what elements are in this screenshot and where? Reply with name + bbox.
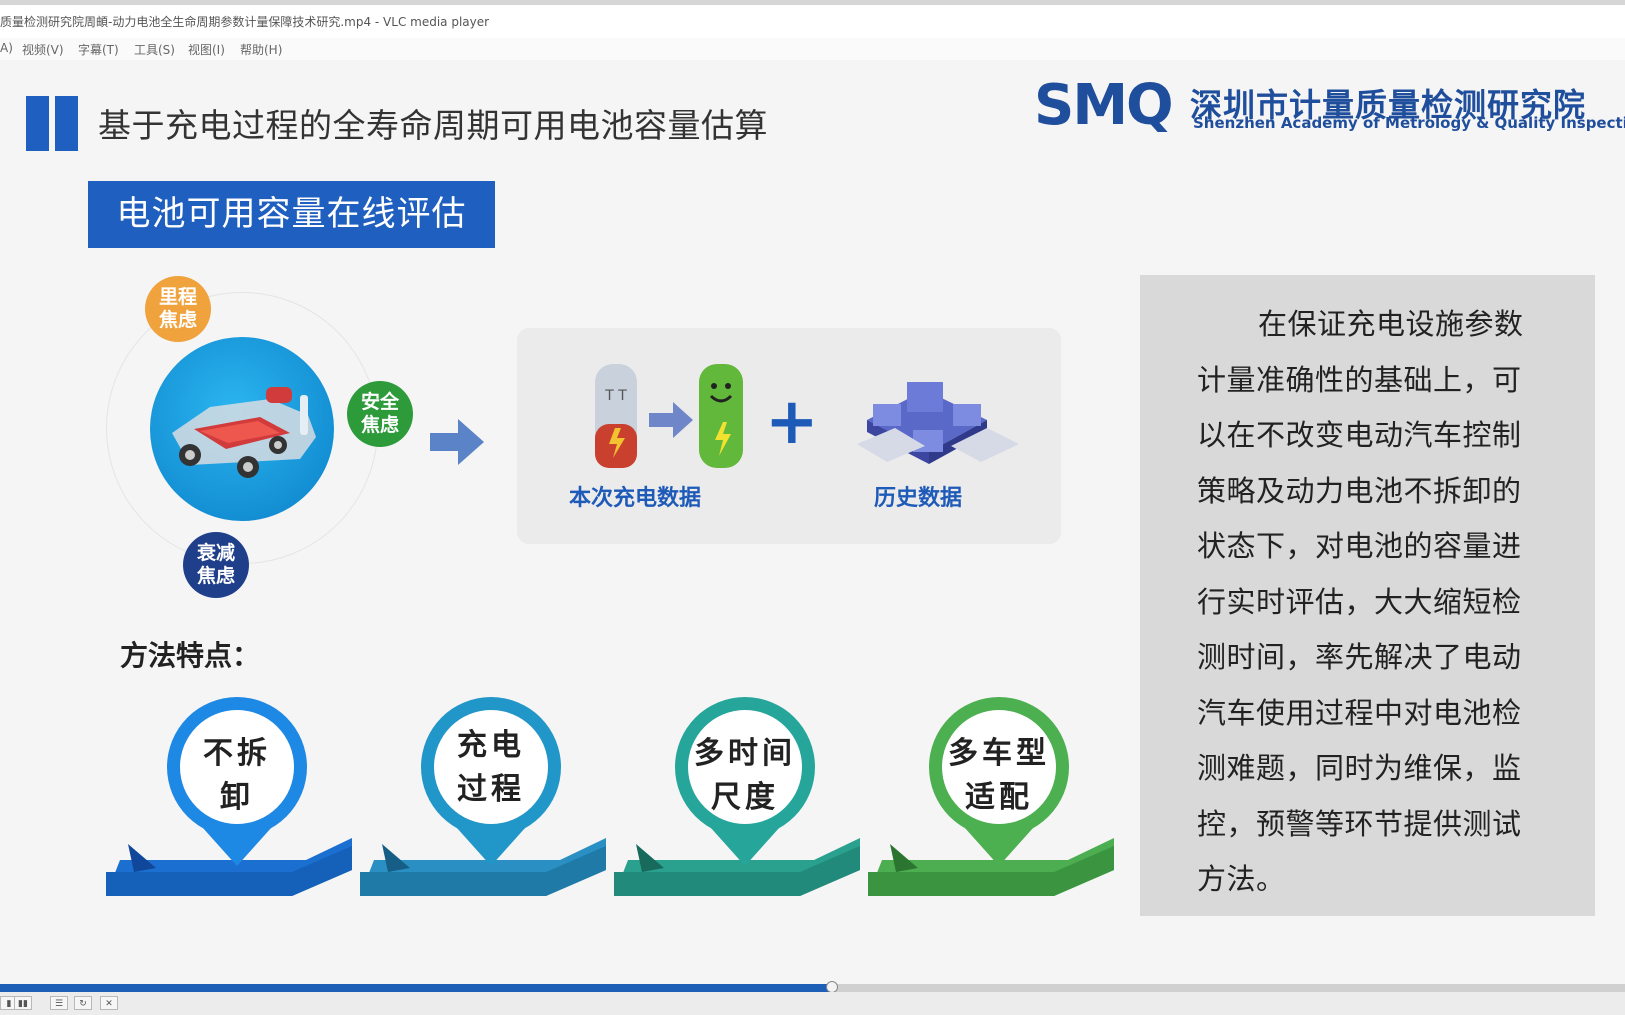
badge-degradation-anxiety: 衰减焦虑 — [183, 532, 249, 598]
feature-line1: 多时间 — [694, 736, 796, 771]
org-name-cn: 深圳市计量质量检测研究院 — [1190, 86, 1587, 124]
svg-text:T T: T T — [604, 388, 627, 404]
server-network-icon — [857, 382, 1019, 464]
section-banner: 电池可用容量在线评估 — [88, 181, 495, 248]
menu-item-view[interactable]: 视图(I) — [188, 43, 225, 57]
feature-multi-timescale: 多时间尺度 — [614, 690, 864, 920]
feature-text: 多车型适配 — [939, 732, 1059, 820]
full-battery-icon — [699, 364, 743, 468]
feature-line2: 过程 — [457, 772, 525, 807]
shuffle-icon[interactable]: ✕ — [100, 996, 118, 1010]
window-titlebar: 质量检测研究院周頔-动力电池全生命周期参数计量保障技术研究.mp4 - VLC … — [0, 0, 1625, 38]
badge-degradation-line2: 焦虑 — [196, 565, 235, 587]
history-data-label: 历史数据 — [874, 486, 963, 511]
feature-no-disassembly: 不拆卸 — [106, 690, 356, 920]
smq-logo: SMQ — [1034, 73, 1174, 138]
menu-item-help[interactable]: 帮助(H) — [240, 43, 283, 57]
loop-icon[interactable]: ↻ — [74, 996, 92, 1010]
data-process-box: T T 本次充电数据 + 历史数据 — [517, 328, 1061, 544]
arrow-right-icon — [430, 419, 484, 465]
feature-charging-process: 充电过程 — [360, 690, 610, 920]
feature-line2: 卸 — [220, 780, 254, 815]
feature-line2: 适配 — [965, 780, 1033, 815]
menu-item-subtitle[interactable]: 字幕(T) — [78, 43, 119, 57]
playlist-icon[interactable]: ☰ — [50, 996, 68, 1010]
badge-degradation-line1: 衰减 — [196, 542, 235, 564]
feature-multi-vehicle: 多车型适配 — [868, 690, 1118, 920]
badge-safety-line1: 安全 — [360, 391, 399, 413]
current-charge-data-label: 本次充电数据 — [569, 486, 702, 511]
low-battery-icon: T T — [595, 364, 637, 468]
pin-marker-icon — [614, 697, 860, 896]
feature-line1: 多车型 — [948, 736, 1050, 771]
slide-title: 基于充电过程的全寿命周期可用电池容量估算 — [98, 106, 768, 145]
menu-item-video[interactable]: 视频(V) — [22, 43, 64, 57]
title-mark-right — [55, 96, 78, 151]
badge-range-anxiety: 里程焦虑 — [145, 276, 211, 342]
car-icon — [172, 387, 316, 478]
plus-sign: + — [765, 385, 819, 459]
badge-safety-line2: 焦虑 — [360, 414, 399, 436]
next-icon[interactable]: ▮▮ — [14, 996, 32, 1010]
badge-range-line1: 里程 — [158, 286, 197, 308]
playback-controls: ▮ ▮▮ ☰ ↻ ✕ — [0, 992, 1625, 1015]
badge-range-line2: 焦虑 — [158, 309, 197, 331]
title-mark-left — [26, 96, 49, 151]
description-text: 在保证充电设施参数计量准确性的基础上，可以在不改变电动汽车控制策略及动力电池不拆… — [1197, 307, 1524, 896]
seek-bar[interactable] — [0, 981, 1625, 993]
feature-text: 多时间尺度 — [685, 732, 805, 820]
org-name-en: Shenzhen Academy of Metrology & Quality … — [1193, 114, 1625, 132]
description-panel: 在保证充电设施参数计量准确性的基础上，可以在不改变电动汽车控制策略及动力电池不拆… — [1140, 275, 1595, 916]
feature-line2: 尺度 — [711, 780, 779, 815]
feature-text: 充电过程 — [431, 724, 551, 812]
features-label: 方法特点： — [120, 639, 261, 672]
menu-item-tools[interactable]: 工具(S) — [134, 43, 175, 57]
badge-safety-anxiety: 安全焦虑 — [347, 381, 413, 447]
feature-line1: 充电 — [457, 728, 525, 763]
feature-text: 不拆卸 — [177, 732, 297, 820]
menu-bar: A) 视频(V) 字幕(T) 工具(S) 视图(I) 帮助(H) — [0, 38, 1625, 60]
window-title: 质量检测研究院周頔-动力电池全生命周期参数计量保障技术研究.mp4 - VLC … — [0, 15, 490, 29]
feature-line1: 不拆 — [203, 736, 271, 771]
ev-chassis-illustration — [150, 337, 334, 521]
menu-item-audio[interactable]: A) — [0, 41, 13, 55]
seek-bar-fill — [0, 984, 832, 992]
pin-marker-icon — [106, 697, 352, 896]
pin-marker-icon — [868, 697, 1114, 896]
pin-marker-icon — [360, 697, 606, 896]
arrow-right-small-icon — [649, 402, 693, 438]
